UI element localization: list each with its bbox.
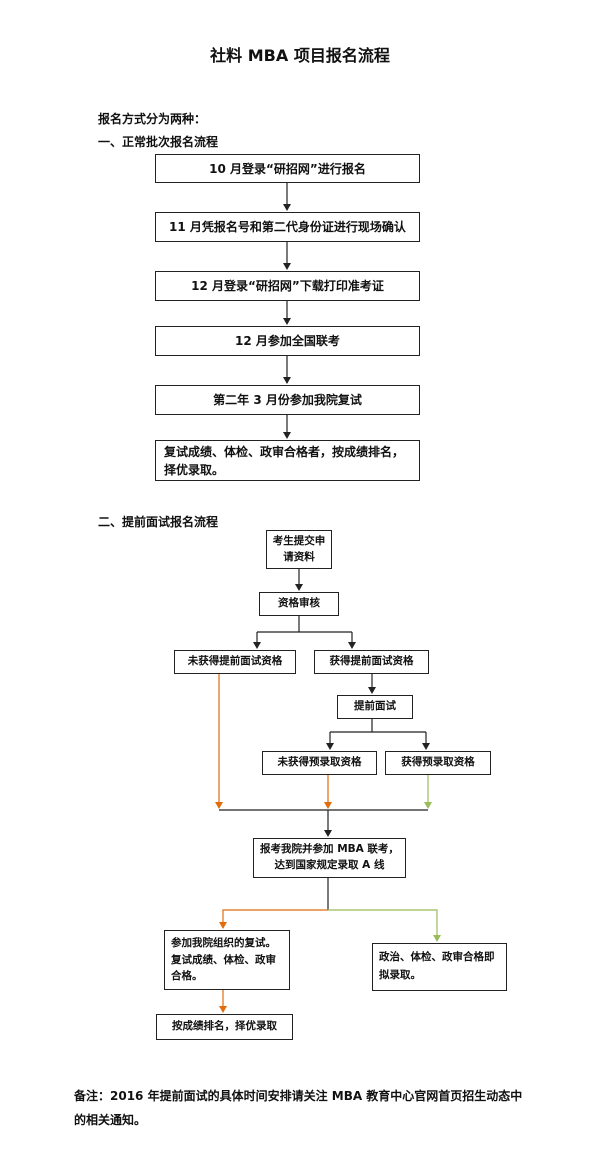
box-mba-exam: 报考我院并参加 MBA 联考，达到国家规定录取 A 线 (253, 838, 406, 878)
box-qualified-interview: 获得提前面试资格 (314, 650, 429, 674)
box-pre-admitted: 获得预录取资格 (385, 751, 491, 775)
arrow-orange-retest (219, 909, 328, 929)
section2-heading: 二、提前面试报名流程 (98, 515, 219, 529)
step-retest: 第二年 3 月份参加我院复试 (155, 385, 420, 415)
intro-text: 报名方式分为两种： (98, 112, 207, 126)
step-national-exam: 12 月参加全国联考 (155, 326, 420, 356)
arrow-green-politics (328, 909, 441, 942)
box-political-check: 政治、体检、政审合格即拟录取。 (372, 943, 507, 991)
page-title: 社料 MBA 项目报名流程 (210, 46, 390, 65)
box-submit-application: 考生提交申请资料 (266, 530, 332, 569)
box-rank-admission: 按成绩排名，择优录取 (156, 1014, 293, 1040)
step-admission: 复试成绩、体检、政审合格者，按成绩排名，择优录取。 (155, 440, 420, 481)
box-school-retest: 参加我院组织的复试。复试成绩、体检、政审合格。 (164, 930, 290, 990)
section1-heading: 一、正常批次报名流程 (98, 135, 219, 149)
step-confirm: 11 月凭报名号和第二代身份证进行现场确认 (155, 212, 420, 242)
footnote: 备注：2016 年提前面试的具体时间安排请关注 MBA 教育中心官网首页招生动态… (74, 1089, 523, 1127)
box-not-pre-admitted: 未获得预录取资格 (262, 751, 377, 775)
step-register: 10 月登录“研招网”进行报名 (155, 154, 420, 183)
box-not-qualified-interview: 未获得提前面试资格 (174, 650, 296, 674)
step-admission-ticket: 12 月登录“研招网”下载打印准考证 (155, 271, 420, 301)
box-qualification-review: 资格审核 (259, 592, 339, 616)
box-early-interview: 提前面试 (337, 695, 413, 719)
